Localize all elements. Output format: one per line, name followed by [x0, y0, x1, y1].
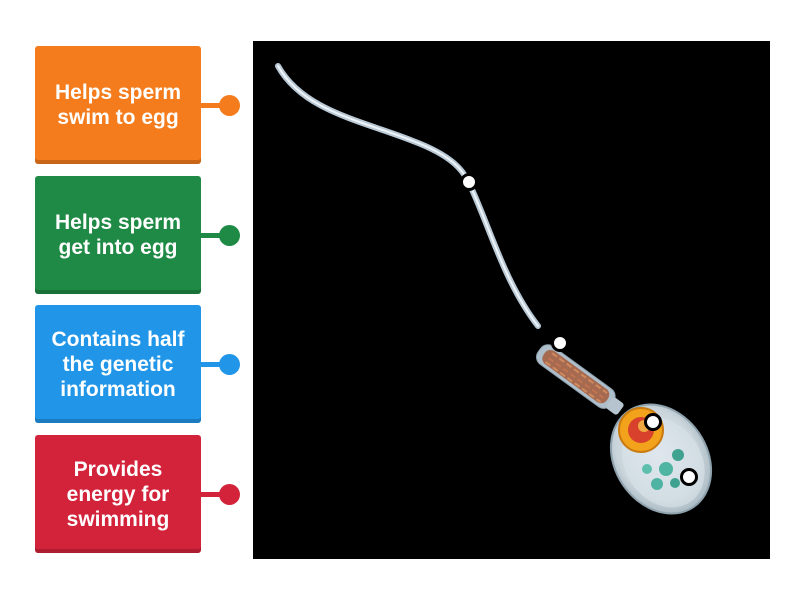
- sperm-diagram-canvas: [253, 41, 770, 559]
- label-card-tail[interactable]: Helps sperm swim to egg: [35, 46, 201, 164]
- organelle: [642, 464, 652, 474]
- connector-dot[interactable]: [219, 225, 240, 246]
- connector-line: [200, 492, 230, 497]
- midpiece: [536, 344, 616, 409]
- tail-flagellum: [275, 63, 541, 329]
- connector-dot[interactable]: [219, 95, 240, 116]
- label-card-midpiece[interactable]: Provides energy for swimming: [35, 435, 201, 553]
- label-card-acrosome[interactable]: Helps sperm get into egg: [35, 176, 201, 294]
- label-text: Provides energy for swimming: [66, 457, 170, 531]
- hotspot-head[interactable]: [680, 468, 698, 486]
- label-text: Helps sperm get into egg: [54, 211, 182, 259]
- organelle: [670, 478, 680, 488]
- connector-line: [200, 233, 230, 238]
- organelle: [672, 449, 684, 461]
- organelle: [659, 462, 673, 476]
- connector-line: [200, 103, 230, 108]
- label-card-nucleus[interactable]: Contains half the genetic information: [35, 305, 201, 423]
- connector-line: [200, 362, 230, 367]
- organelle: [651, 478, 663, 490]
- hotspot-acrosome[interactable]: [644, 413, 662, 431]
- hotspot-tail[interactable]: [460, 173, 478, 191]
- label-text: Contains half the genetic information: [51, 327, 185, 401]
- hotspot-midpiece[interactable]: [551, 334, 569, 352]
- label-text: Helps sperm swim to egg: [54, 81, 182, 129]
- connector-dot[interactable]: [219, 354, 240, 375]
- connector-dot[interactable]: [219, 484, 240, 505]
- neck: [606, 397, 624, 415]
- tail-flagellum-highlight: [277, 65, 539, 327]
